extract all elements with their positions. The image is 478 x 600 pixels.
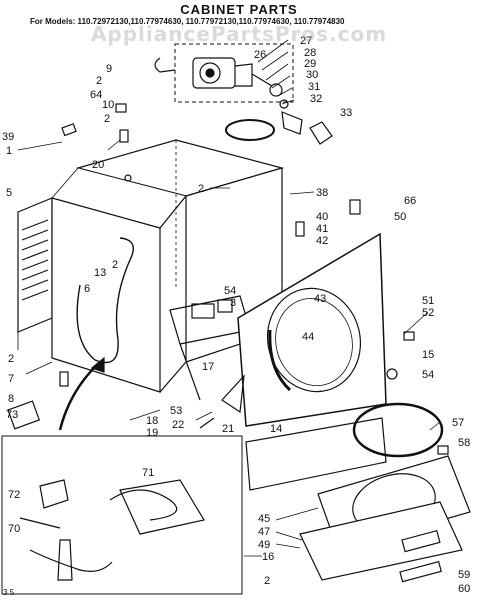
callout-2: 2 — [96, 75, 102, 87]
callout-7: 7 — [8, 373, 14, 385]
callout-2: 2 — [8, 353, 14, 365]
callout-45: 45 — [258, 513, 270, 525]
callout-6: 6 — [84, 283, 90, 295]
callout-2: 2 — [264, 575, 270, 587]
callout-43: 43 — [314, 293, 326, 305]
motor-assembly — [154, 43, 333, 145]
callout-1: 1 — [6, 145, 12, 157]
callout-17: 17 — [202, 361, 214, 373]
wiring-inset — [1, 435, 243, 595]
callout-30: 30 — [306, 69, 318, 81]
callout-53: 53 — [170, 405, 182, 417]
cabinet-side-panel — [17, 197, 53, 333]
callout-44: 44 — [302, 331, 314, 343]
watermark: AppliancePartsPros.com — [90, 22, 388, 46]
callout-10: 10 — [102, 99, 114, 111]
diagram-title: CABINET PARTS — [180, 2, 298, 17]
callout-59: 59 — [458, 569, 470, 581]
leader-lines — [17, 39, 441, 557]
callout-29: 29 — [304, 58, 316, 70]
callout-73: 73 — [6, 409, 18, 421]
callout-71: 71 — [142, 467, 154, 479]
callout-28: 28 — [304, 47, 316, 59]
callout-72: 72 — [8, 489, 20, 501]
callout-39: 39 — [2, 131, 14, 143]
model-list: For Models: 110.72972130,110.77974630, 1… — [30, 17, 345, 26]
door-seal-ring — [352, 402, 444, 458]
callout-50: 50 — [394, 211, 406, 223]
callout-3: 3 — [230, 297, 236, 309]
callout-19: 19 — [146, 427, 158, 439]
callout-64: 64 — [90, 89, 102, 101]
callout-32: 32 — [310, 93, 322, 105]
callout-54: 54 — [422, 369, 434, 381]
wire-harness — [76, 237, 134, 364]
callout-31: 31 — [308, 81, 320, 93]
callout-2: 2 — [104, 113, 110, 125]
callout-5: 5 — [6, 187, 12, 199]
callout-33: 33 — [340, 107, 352, 119]
hardware — [7, 103, 449, 455]
page-code: 3 5 — [3, 588, 15, 597]
callout-21: 21 — [222, 423, 234, 435]
callout-26: 26 — [254, 49, 266, 61]
callout-labels: 27 28 29 30 31 32 26 33 9 2 64 10 2 39 1… — [2, 35, 470, 595]
callout-40: 40 — [316, 211, 328, 223]
callout-41: 41 — [316, 223, 328, 235]
callout-57: 57 — [452, 417, 464, 429]
callout-2: 2 — [198, 183, 204, 195]
callout-42: 42 — [316, 235, 328, 247]
callout-47: 47 — [258, 526, 270, 538]
callout-18: 18 — [146, 415, 158, 427]
door-assembly — [299, 455, 471, 583]
callout-70: 70 — [8, 523, 20, 535]
callout-51: 51 — [422, 295, 434, 307]
callout-13: 13 — [94, 267, 106, 279]
callout-66: 66 — [404, 195, 416, 207]
callout-2: 2 — [112, 259, 118, 271]
callout-14: 14 — [270, 423, 282, 435]
callout-49: 49 — [258, 539, 270, 551]
callout-16: 16 — [262, 551, 274, 563]
callout-54: 54 — [224, 285, 236, 297]
callout-52: 52 — [422, 307, 434, 319]
toe-panel — [245, 417, 387, 491]
callout-9: 9 — [106, 63, 112, 75]
callout-8: 8 — [8, 393, 14, 405]
callout-27: 27 — [300, 35, 312, 47]
callout-15: 15 — [422, 349, 434, 361]
callout-20: 20 — [92, 159, 104, 171]
callout-60: 60 — [458, 583, 470, 595]
callout-22: 22 — [172, 419, 184, 431]
callout-38: 38 — [316, 187, 328, 199]
callout-58: 58 — [458, 437, 470, 449]
